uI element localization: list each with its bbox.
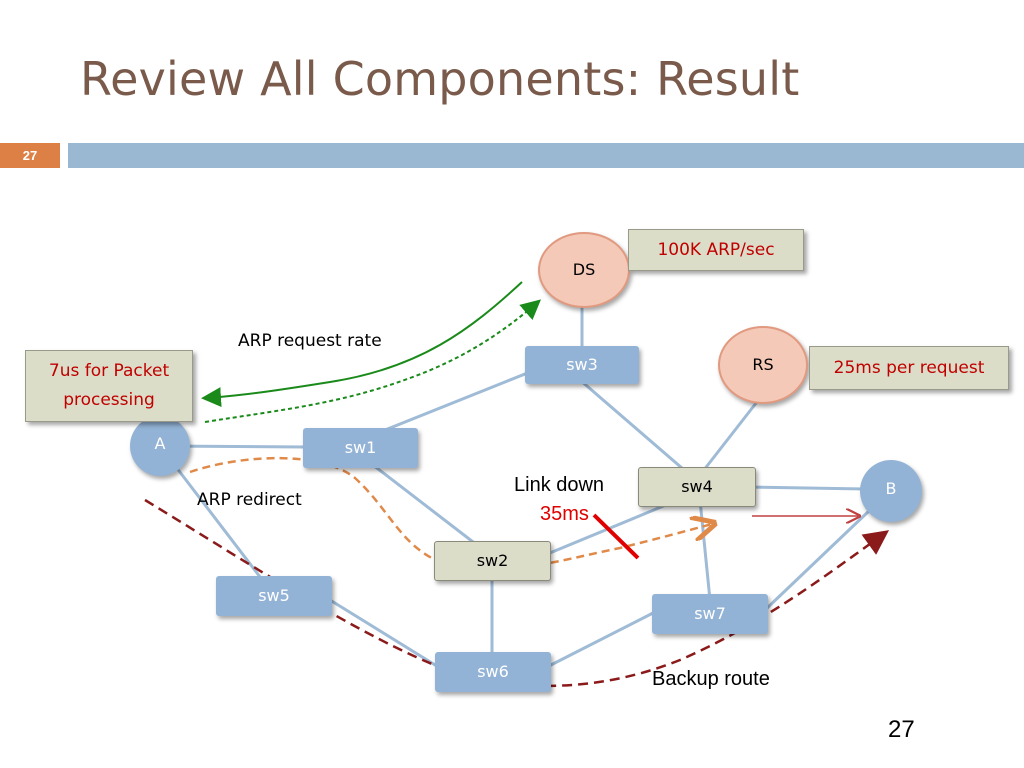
rs-node[interactable]: RS <box>718 326 808 404</box>
link-sw6-sw7 <box>544 610 656 670</box>
switch-sw1[interactable]: sw1 <box>303 428 418 468</box>
packet-processing-callout: 7us for Packet processing <box>25 350 193 422</box>
switch-sw7[interactable]: sw7 <box>652 594 768 634</box>
switch-sw2[interactable]: sw2 <box>434 541 551 581</box>
rs-rate-callout: 25ms per request <box>809 346 1009 390</box>
slide-number-badge: 27 <box>0 143 60 168</box>
link-down-label: Link down <box>514 474 605 496</box>
arp-request-dashed-arrow <box>204 299 542 423</box>
host-b-node[interactable]: B <box>860 460 922 522</box>
switch-sw4[interactable]: sw4 <box>638 467 756 507</box>
switch-sw5[interactable]: sw5 <box>216 576 332 616</box>
backup-route-label: Backup route <box>652 668 770 690</box>
arp-request-rate-label: ARP request rate <box>238 331 382 351</box>
link-down-mark <box>592 513 640 560</box>
link-rs-sw4 <box>698 397 762 476</box>
link-down-time-label: 35ms <box>540 503 589 525</box>
link-sw3-sw4 <box>579 378 691 477</box>
link-sw4-sw7 <box>698 499 712 601</box>
arp-redirect-label: ARP redirect <box>197 490 302 510</box>
link-sw1-sw2 <box>359 453 491 557</box>
page-number: 27 <box>888 716 915 743</box>
switch-sw6[interactable]: sw6 <box>435 652 551 692</box>
header-bar <box>68 143 1024 168</box>
link-sw7-b <box>763 508 872 612</box>
host-a-node[interactable]: A <box>130 416 190 476</box>
ds-rate-callout: 100K ARP/sec <box>628 229 804 271</box>
link-a-sw5 <box>158 445 272 591</box>
switch-sw3[interactable]: sw3 <box>525 346 639 384</box>
arp-request-solid-arrow <box>201 281 523 408</box>
slide-title: Review All Components: Result <box>80 52 800 106</box>
ds-node[interactable]: DS <box>538 232 630 308</box>
packet-processing-line2: processing <box>63 390 155 410</box>
packet-processing-line1: 7us for Packet <box>48 361 170 381</box>
link-sw4-b <box>744 485 866 491</box>
link-sw5-sw6 <box>329 598 441 670</box>
